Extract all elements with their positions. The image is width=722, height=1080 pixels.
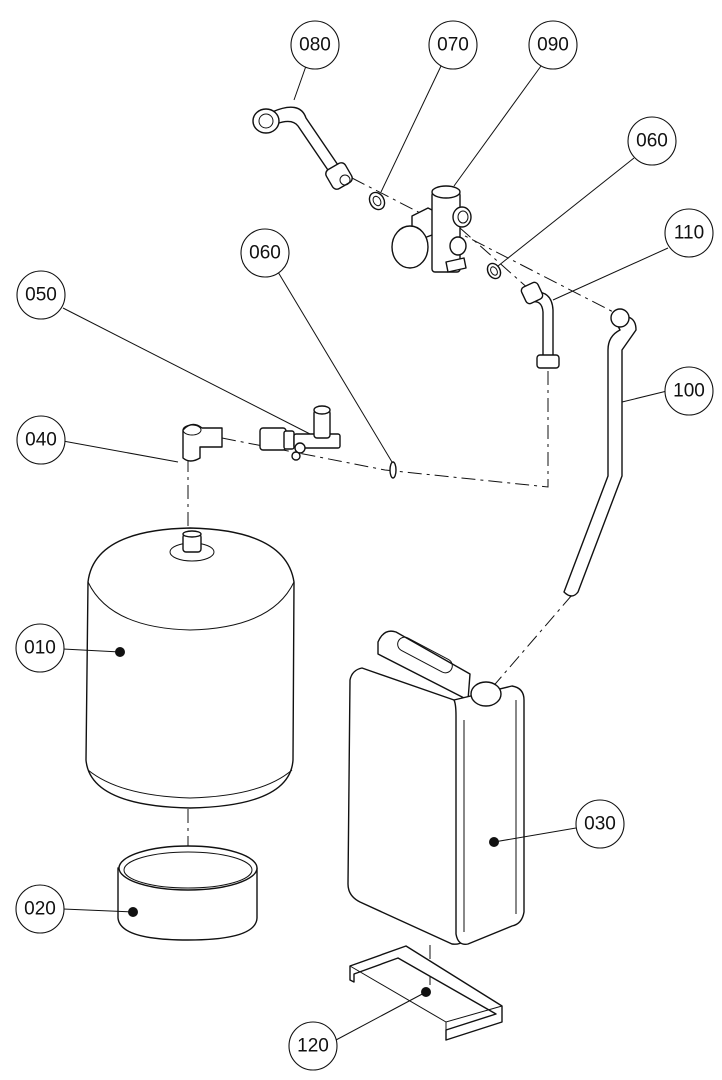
dot-120 — [421, 987, 431, 997]
callout-070[interactable]: 070 — [428, 20, 478, 70]
callout-110-label: 110 — [674, 223, 704, 244]
callout-060-upper-label: 060 — [636, 131, 668, 152]
callout-100[interactable]: 100 — [664, 366, 714, 416]
callout-040[interactable]: 040 — [16, 415, 66, 465]
part-070-seal — [368, 191, 386, 211]
leader-060-lower — [277, 271, 393, 463]
callout-100-label: 100 — [673, 381, 705, 402]
axis-fitting-to-110 — [221, 370, 549, 488]
callout-070-label: 070 — [437, 35, 469, 56]
dot-030 — [489, 837, 499, 847]
callout-090-label: 090 — [537, 35, 569, 56]
part-050-fitting — [259, 405, 341, 461]
callout-120-label: 120 — [297, 1036, 329, 1057]
axis-valve-to-110 — [459, 227, 531, 291]
callout-020[interactable]: 020 — [15, 884, 65, 934]
axis-pipe-to-canister — [489, 594, 573, 691]
leader-040 — [62, 440, 179, 463]
callout-040-label: 040 — [25, 430, 57, 451]
leader-030 — [493, 827, 577, 843]
callout-050-label: 050 — [25, 285, 57, 306]
leader-010 — [62, 648, 121, 653]
callout-020-label: 020 — [24, 899, 56, 920]
part-120-bracket — [349, 945, 503, 1041]
part-060-seal-upper — [486, 262, 502, 280]
callout-080-label: 080 — [299, 35, 331, 56]
dot-020 — [128, 907, 138, 917]
callout-030[interactable]: 030 — [575, 799, 625, 849]
callout-050[interactable]: 050 — [16, 270, 66, 320]
part-060-seal-lower — [389, 461, 397, 479]
callout-080[interactable]: 080 — [290, 20, 340, 70]
leader-120 — [335, 991, 427, 1041]
part-080-bent-pipe — [252, 106, 353, 190]
leader-110 — [552, 247, 669, 301]
leader-dots — [115, 647, 499, 997]
part-090-valve-block — [391, 185, 472, 273]
part-100-long-pipe — [563, 308, 637, 597]
callout-010[interactable]: 010 — [15, 623, 65, 673]
dot-010 — [115, 647, 125, 657]
callout-010-label: 010 — [24, 638, 56, 659]
callout-060-upper[interactable]: 060 — [627, 116, 677, 166]
leader-070 — [380, 65, 442, 193]
leader-050 — [62, 307, 311, 435]
axis-080-to-100 — [351, 177, 626, 319]
callout-060-lower[interactable]: 060 — [240, 228, 290, 278]
callout-120[interactable]: 120 — [288, 1021, 338, 1071]
part-110-elbow-pipe — [520, 281, 560, 369]
leader-060-upper — [497, 157, 635, 267]
callout-030-label: 030 — [584, 814, 616, 835]
leader-020 — [62, 908, 134, 913]
callout-060-lower-label: 060 — [249, 243, 281, 264]
callout-090[interactable]: 090 — [528, 20, 578, 70]
leader-100 — [621, 390, 668, 403]
leader-lines — [62, 65, 669, 1041]
callout-110[interactable]: 110 — [664, 208, 714, 258]
part-020-base-ring — [117, 845, 258, 941]
part-010-vessel — [85, 527, 295, 809]
part-030-canister — [347, 630, 525, 945]
part-040-elbow — [182, 423, 223, 462]
leader-090 — [453, 65, 542, 187]
leader-080 — [293, 65, 307, 101]
